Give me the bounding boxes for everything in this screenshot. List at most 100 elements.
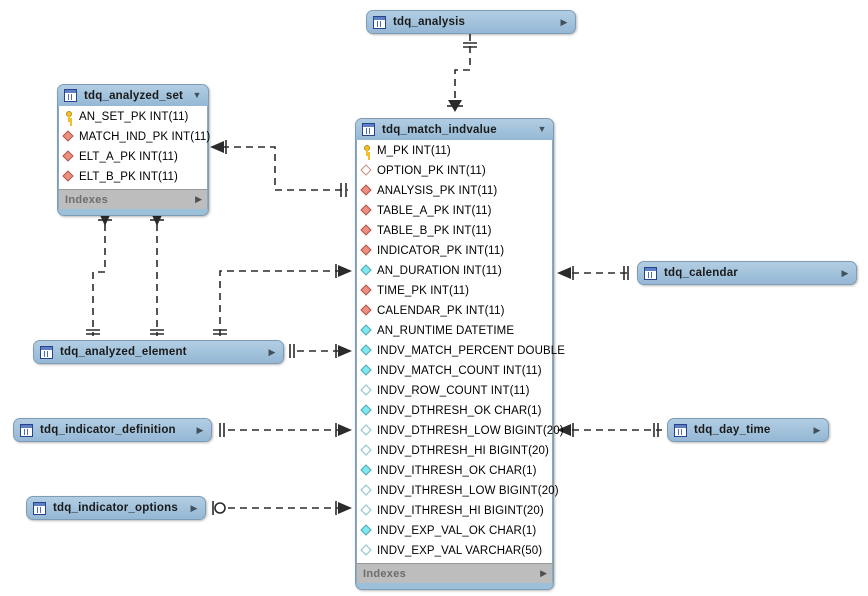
table-row[interactable]: MATCH_IND_PK INT(11) [59, 127, 211, 147]
primary-key-icon [361, 145, 373, 157]
expand-arrow-icon[interactable]: ▶ [841, 267, 849, 278]
table-row[interactable]: INDV_ITHRESH_LOW BIGINT(20) [357, 481, 559, 501]
table-icon [362, 123, 375, 136]
indexes-label: Indexes [65, 193, 109, 206]
table-row[interactable]: OPTION_PK INT(11) [357, 161, 552, 181]
table-row[interactable]: INDV_ROW_COUNT INT(11) [357, 381, 552, 401]
table-row[interactable]: TABLE_A_PK INT(11) [357, 201, 552, 221]
column-label: AN_DURATION INT(11) [377, 265, 502, 277]
indexes-bar[interactable]: Indexes ▶ [58, 189, 208, 209]
table-row[interactable]: INDV_EXP_VAL VARCHAR(50) [357, 541, 552, 561]
relationship-analyzedelement-matchindvalue-b[interactable] [289, 344, 352, 358]
column-label: M_PK INT(11) [377, 145, 451, 157]
column-icon [360, 264, 373, 277]
indexes-bar[interactable]: Indexes ▶ [356, 563, 553, 583]
column-label: INDV_EXP_VAL VARCHAR(50) [377, 545, 543, 557]
table-tdq-analyzed-set[interactable]: tdq_analyzed_set ▼ AN_SET_PK INT(11) MAT… [57, 84, 211, 216]
column-label: INDV_ITHRESH_HI BIGINT(20) [377, 505, 544, 517]
table-header-tdq-indicator-definition[interactable]: tdq_indicator_definition ▶ [14, 419, 211, 441]
expand-arrow-icon[interactable]: ▶ [540, 568, 547, 578]
table-tdq-analyzed-element[interactable]: tdq_analyzed_element ▶ [33, 340, 284, 364]
column-label: INDV_DTHRESH_LOW BIGINT(20) [377, 425, 564, 437]
column-label: INDV_EXP_VAL_OK CHAR(1) [377, 525, 537, 537]
expand-arrow-icon[interactable]: ▶ [560, 16, 568, 27]
column-icon [360, 524, 373, 537]
relationship-indicatordefinition-matchindvalue[interactable] [219, 423, 352, 437]
column-label: CALENDAR_PK INT(11) [377, 305, 505, 317]
foreign-key-icon [360, 204, 373, 217]
relationship-analyzedset-analyzedelement-b[interactable] [150, 213, 164, 336]
table-row[interactable]: INDV_DTHRESH_LOW BIGINT(20) [357, 421, 564, 441]
table-row[interactable]: TABLE_B_PK INT(11) [357, 221, 552, 241]
table-tdq-indicator-definition[interactable]: tdq_indicator_definition ▶ [13, 418, 212, 442]
expand-arrow-icon[interactable]: ▶ [196, 424, 204, 435]
foreign-key-icon [360, 284, 373, 297]
table-header-tdq-analyzed-element[interactable]: tdq_analyzed_element ▶ [34, 341, 283, 363]
table-row[interactable]: AN_RUNTIME DATETIME [357, 321, 552, 341]
table-row[interactable]: CALENDAR_PK INT(11) [357, 301, 552, 321]
column-label: INDV_MATCH_COUNT INT(11) [377, 365, 542, 377]
column-label: AN_RUNTIME DATETIME [377, 325, 515, 337]
relationship-analyzedset-analyzedelement-a[interactable] [86, 213, 112, 336]
table-tdq-match-indvalue[interactable]: tdq_match_indvalue ▼ M_PK INT(11) OPTION… [355, 118, 565, 590]
relationship-matchindvalue-daytime[interactable] [557, 423, 662, 437]
table-row[interactable]: INDV_MATCH_COUNT INT(11) [357, 361, 552, 381]
column-icon [360, 404, 373, 417]
table-icon [33, 501, 46, 515]
table-tdq-day-time[interactable]: tdq_day_time ▶ [667, 418, 829, 442]
table-row[interactable]: INDV_ITHRESH_HI BIGINT(20) [357, 501, 552, 521]
table-row[interactable]: INDV_MATCH_PERCENT DOUBLE [357, 341, 565, 361]
table-row[interactable]: INDV_DTHRESH_OK CHAR(1) [357, 401, 552, 421]
table-header-tdq-calendar[interactable]: tdq_calendar ▶ [638, 262, 856, 284]
foreign-key-icon [62, 170, 75, 183]
table-row[interactable]: ELT_B_PK INT(11) [59, 167, 207, 187]
table-row[interactable]: ANALYSIS_PK INT(11) [357, 181, 552, 201]
relationship-indicatoroptions-matchindvalue[interactable] [212, 501, 352, 515]
expand-arrow-icon[interactable]: ▶ [268, 346, 276, 357]
column-label: TABLE_A_PK INT(11) [377, 205, 492, 217]
table-row[interactable]: ELT_A_PK INT(11) [59, 147, 207, 167]
column-nullable-icon [360, 544, 373, 557]
table-row[interactable]: AN_SET_PK INT(11) [59, 107, 207, 127]
table-row[interactable]: M_PK INT(11) [357, 141, 552, 161]
column-nullable-icon [360, 384, 373, 397]
expand-arrow-icon[interactable]: ▶ [195, 194, 202, 204]
table-header-tdq-analyzed-set[interactable]: tdq_analyzed_set ▼ [58, 85, 208, 106]
table-tdq-indicator-options[interactable]: tdq_indicator_options ▶ [26, 496, 206, 520]
indexes-label: Indexes [363, 567, 407, 580]
table-row[interactable]: INDICATOR_PK INT(11) [357, 241, 552, 261]
column-label: INDV_MATCH_PERCENT DOUBLE [377, 345, 566, 357]
table-row[interactable]: INDV_ITHRESH_OK CHAR(1) [357, 461, 552, 481]
collapse-arrow-icon[interactable]: ▼ [537, 124, 547, 134]
column-label: AN_SET_PK INT(11) [79, 111, 189, 123]
foreign-key-icon [360, 224, 373, 237]
column-label: MATCH_IND_PK INT(11) [79, 131, 211, 143]
table-header-tdq-analysis[interactable]: tdq_analysis ▶ [367, 11, 575, 33]
table-header-tdq-match-indvalue[interactable]: tdq_match_indvalue ▼ [356, 119, 553, 140]
collapse-arrow-icon[interactable]: ▼ [192, 90, 202, 100]
column-label: TABLE_B_PK INT(11) [377, 225, 492, 237]
table-header-tdq-indicator-options[interactable]: tdq_indicator_options ▶ [27, 497, 205, 519]
column-label: ELT_A_PK INT(11) [79, 151, 178, 163]
table-header-tdq-day-time[interactable]: tdq_day_time ▶ [668, 419, 828, 441]
column-nullable-icon [360, 444, 373, 457]
table-row[interactable]: INDV_DTHRESH_HI BIGINT(20) [357, 441, 552, 461]
column-nullable-icon [360, 504, 373, 517]
primary-key-icon [63, 111, 75, 123]
table-row[interactable]: INDV_EXP_VAL_OK CHAR(1) [357, 521, 552, 541]
relationship-analysis-matchindvalue[interactable] [447, 34, 477, 112]
relationship-analyzedelement-matchindvalue-a[interactable] [213, 264, 352, 336]
table-row[interactable]: AN_DURATION INT(11) [357, 261, 552, 281]
expand-arrow-icon[interactable]: ▶ [813, 424, 821, 435]
relationship-analyzedset-matchindvalue[interactable] [210, 140, 348, 197]
column-icon [360, 344, 373, 357]
column-label: ELT_B_PK INT(11) [79, 171, 178, 183]
column-label: TIME_PK INT(11) [377, 285, 470, 297]
expand-arrow-icon[interactable]: ▶ [190, 502, 198, 513]
table-tdq-calendar[interactable]: tdq_calendar ▶ [637, 261, 857, 285]
table-row[interactable]: TIME_PK INT(11) [357, 281, 552, 301]
relationship-matchindvalue-calendar[interactable] [557, 266, 632, 280]
table-tdq-analysis[interactable]: tdq_analysis ▶ [366, 10, 576, 34]
table-title: tdq_day_time [694, 424, 771, 436]
